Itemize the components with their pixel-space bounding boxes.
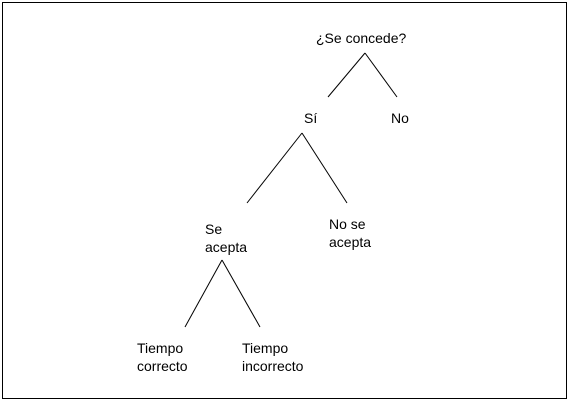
node-se-acepta: Se acepta (205, 221, 248, 255)
edge-se-acepta-to-tiempo-incorrecto (221, 259, 261, 328)
node-tiempo-incorrecto: Tiempo incorrecto (242, 340, 304, 374)
edge-se-acepta-to-tiempo-correcto (184, 259, 223, 328)
diagram-frame (2, 2, 567, 399)
edge-si-to-se-acepta (246, 132, 303, 204)
edge-root-to-si (327, 52, 366, 98)
edge-si-to-no-se-acepta (301, 132, 348, 204)
node-tiempo-correcto: Tiempo correcto (137, 340, 188, 374)
node-no: No (391, 110, 409, 126)
node-no-se-acepta: No se acepta (329, 216, 372, 250)
edge-root-to-no (364, 52, 398, 98)
node-si: Sí (304, 110, 318, 126)
node-se-concede: ¿Se concede? (316, 30, 407, 46)
